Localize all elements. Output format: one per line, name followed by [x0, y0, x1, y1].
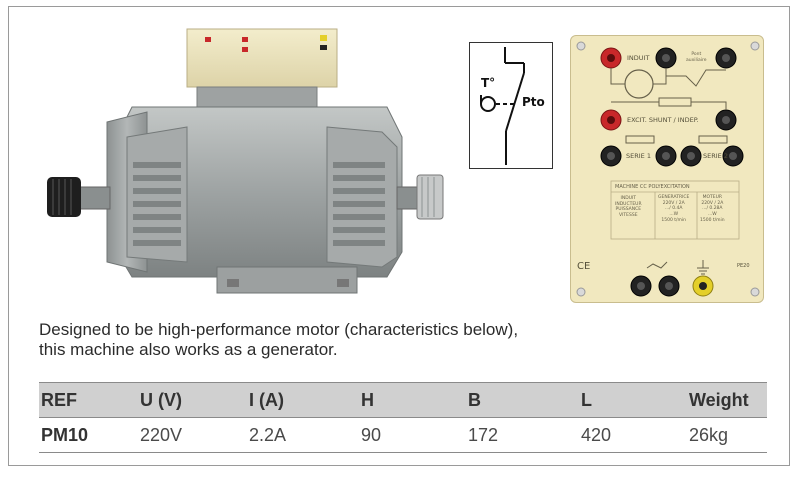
- header-current: I (A): [249, 390, 284, 410]
- table-row: PM10 220V 2.2A 90 172 420 26kg: [39, 418, 767, 453]
- cell-b: 172: [468, 425, 499, 445]
- switch-icon: [480, 47, 525, 165]
- panel-title: MACHINE CC POLYEXCITATION: [615, 184, 690, 190]
- table-header: REF U (V) I (A) H B L Weight: [39, 382, 767, 418]
- header-weight: Weight: [689, 390, 749, 410]
- temp-label: T°: [481, 76, 496, 90]
- cell-h: 90: [361, 425, 382, 445]
- product-card: T° Pto: [8, 6, 790, 466]
- header-voltage: U (V): [140, 390, 182, 410]
- induit-label: INDUIT: [627, 54, 650, 62]
- panel-schematic: [576, 41, 760, 297]
- header-h: H: [361, 390, 374, 410]
- description-line-1: Designed to be high-performance motor (c…: [39, 320, 519, 339]
- cell-voltage: 220V: [140, 425, 183, 445]
- header-l: L: [581, 390, 592, 410]
- cell-weight: 26kg: [689, 425, 729, 445]
- cell-l: 420: [581, 425, 612, 445]
- description: Designed to be high-performance motor (c…: [39, 320, 679, 360]
- cell-ref: PM10: [41, 425, 89, 445]
- excitation-label: EXCIT. SHUNT / INDEP.: [627, 116, 699, 124]
- motor-image: [47, 28, 444, 294]
- terminal-panel: INDUIT Pont auxiliaire EXCIT. SHUNT / IN…: [570, 35, 764, 303]
- contact-label: Pto: [522, 95, 545, 109]
- cell-current: 2.2A: [249, 425, 287, 445]
- spec-table: REF U (V) I (A) H B L Weight PM10 220V 2…: [39, 382, 767, 453]
- thermal-switch-symbol: T° Pto: [469, 42, 553, 169]
- pont-label: Pont auxiliaire: [686, 52, 707, 63]
- description-line-2: this machine also works as a generator.: [39, 340, 338, 359]
- ce-mark: CE: [577, 261, 591, 272]
- panel-generatrice: GENERATRICE 220V / 2A .../ 0.4A ...W 150…: [658, 195, 690, 223]
- serie2-label: SERIE 2: [703, 152, 728, 160]
- panel-moteur: MOTEUR 220V / 2A .../ 0.28A ...W 1500 t/…: [700, 195, 725, 223]
- panel-ref: PE20: [737, 263, 750, 269]
- header-b: B: [468, 390, 481, 410]
- header-ref: REF: [41, 390, 77, 410]
- serie1-label: SERIE 1: [626, 152, 651, 160]
- panel-rows: INDUIT INDUCTEUR PUISSANCE VITESSE: [615, 196, 642, 218]
